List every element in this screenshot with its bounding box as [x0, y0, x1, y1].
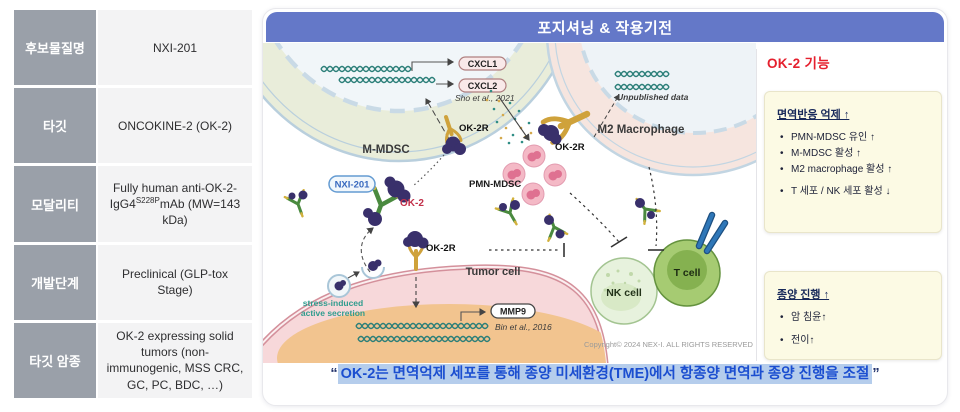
immune-suppression-title: 면역반응 억제 ↑	[777, 109, 850, 121]
cxcl1-pill: CXCL1	[458, 56, 507, 71]
table-row: 타깃 ONCOKINE-2 (OK-2)	[14, 88, 252, 164]
ok2-in-pit	[368, 259, 382, 271]
candidate-spec-table: 후보물질명 NXI-201 타깃 ONCOKINE-2 (OK-2) 모달리티 …	[14, 10, 252, 399]
pmn-label: PMN-MDSC	[469, 179, 521, 190]
mechanism-diagram: M-MDSC CXCL1 CXCL2 Sho et al., 2021 OK-2…	[263, 43, 756, 363]
svg-text:T cell: T cell	[674, 267, 701, 279]
function-title: OK-2 기능	[767, 56, 830, 71]
row-value: OK-2 expressing solid tumors (non-immuno…	[98, 322, 252, 399]
tumor-label: Tumor cell	[466, 266, 521, 278]
table-row: 타깃 암종 OK-2 expressing solid tumors (non-…	[14, 322, 252, 399]
table-row: 개발단계 Preclinical (GLP-tox Stage)	[14, 244, 252, 320]
secretion-arrow	[498, 96, 530, 141]
dotted-link	[412, 154, 445, 187]
ok2-label: OK-2	[400, 198, 424, 209]
unpublished-note: Unpublished data	[617, 92, 689, 102]
bullet: PMN-MDSC 유인 ↑	[777, 131, 931, 145]
quote-close: ”	[872, 366, 880, 382]
ok2r-label-tumor: OK-2R	[426, 243, 456, 254]
mmp9-pill: MMP9	[490, 303, 536, 319]
bin-citation: Bin et al., 2016	[495, 322, 552, 332]
cxcl2-pill: CXCL2	[458, 78, 507, 93]
signal-arrow-m2	[593, 94, 620, 138]
row-value: ONCOKINE-2 (OK-2)	[98, 88, 252, 164]
m-mdsc-dna	[320, 65, 436, 84]
nk-cell: NK cell	[590, 257, 658, 325]
row-label: 타깃	[14, 88, 96, 164]
pmn-mdsc-cells	[502, 144, 567, 206]
stress-label-2: active secretion	[301, 308, 365, 318]
svg-text:MMP9: MMP9	[500, 307, 526, 317]
svg-text:NK cell: NK cell	[606, 287, 642, 299]
signal-arrow-mmdsc	[425, 98, 450, 140]
tumor-progression-title: 종양 진행 ↑	[777, 289, 830, 301]
t-cell: T cell	[653, 239, 721, 307]
svg-text:CXCL1: CXCL1	[468, 59, 498, 69]
secretion-path-arrow	[360, 227, 374, 273]
row-label: 후보물질명	[14, 10, 96, 86]
arrow-to-cxcl1	[411, 58, 455, 71]
tumor-progression-box: 종양 진행 ↑ 암 침윤↑ 전이↑	[764, 271, 942, 360]
ok2r-label-m2: OK-2R	[555, 142, 585, 153]
table-row: 후보물질명 NXI-201	[14, 10, 252, 86]
m-mdsc-label: M-MDSC	[362, 144, 409, 156]
bullet: T 세포 / NK 세포 활성 ↓	[777, 185, 931, 199]
bullet: 전이↑	[777, 334, 931, 348]
mechanism-panel: 포지셔닝 & 작용기전	[262, 8, 948, 406]
ok2-ligand-mmdsc	[442, 136, 466, 155]
summary-quote: “OK-2는 면역억제 세포를 통해 종양 미세환경(TME)에서 항종양 면역…	[263, 362, 947, 384]
panel-title: 포지셔닝 & 작용기전	[266, 12, 944, 42]
bullet: 암 침윤↑	[777, 311, 931, 325]
table-row: 모달리티 Fully human anti-OK-2-IgG4S228PmAb …	[14, 166, 252, 242]
divider	[756, 49, 757, 361]
ok2-ligand-tumor	[403, 231, 429, 249]
ok2r-label-mmdsc: OK-2R	[459, 123, 489, 134]
nxi201-bubble: NXI-201	[328, 175, 376, 193]
membrane-pit	[361, 266, 385, 279]
stress-label-1: stress-induced	[303, 298, 363, 308]
bullet: M-MDSC 활성 ↑	[777, 147, 931, 161]
m-mdsc-cell	[263, 43, 570, 163]
tcr-receptor	[695, 211, 729, 255]
row-label: 개발단계	[14, 244, 96, 320]
immune-suppression-box: 면역반응 억제 ↑ PMN-MDSC 유인 ↑ M-MDSC 활성 ↑ M2 m…	[764, 91, 942, 233]
sho-citation: Sho et al., 2021	[455, 93, 515, 103]
row-label: 타깃 암종	[14, 322, 96, 399]
free-complexes	[283, 188, 662, 243]
row-value: Fully human anti-OK-2-IgG4S228PmAb (MW=1…	[98, 166, 252, 242]
vesicle-arrow	[347, 271, 360, 279]
secretion-vesicle	[327, 274, 351, 298]
copyright: Copyright© 2024 NEX-I. ALL RIGHTS RESERV…	[584, 340, 754, 349]
arrow-to-mmp9	[460, 308, 487, 321]
svg-text:NXI-201: NXI-201	[335, 180, 371, 191]
bullet: M2 macrophage 활성 ↑	[777, 163, 931, 177]
inhibition-links	[489, 166, 664, 257]
nxi201-ok2-complex	[360, 176, 411, 229]
ok2-ligand-m2	[538, 124, 562, 145]
m2-macrophage-cell	[546, 43, 756, 177]
svg-text:CXCL2: CXCL2	[468, 81, 498, 91]
row-value: NXI-201	[98, 10, 252, 86]
quote-text: OK-2는 면역억제 세포를 통해 종양 미세환경(TME)에서 항종양 면역과…	[337, 364, 873, 384]
row-value: Preclinical (GLP-tox Stage)	[98, 244, 252, 320]
tumor-dna	[355, 322, 491, 343]
m2-label: M2 Macrophage	[598, 124, 685, 136]
quote-open: “	[330, 366, 338, 382]
m2-dna	[614, 70, 670, 91]
row-label: 모달리티	[14, 166, 96, 242]
